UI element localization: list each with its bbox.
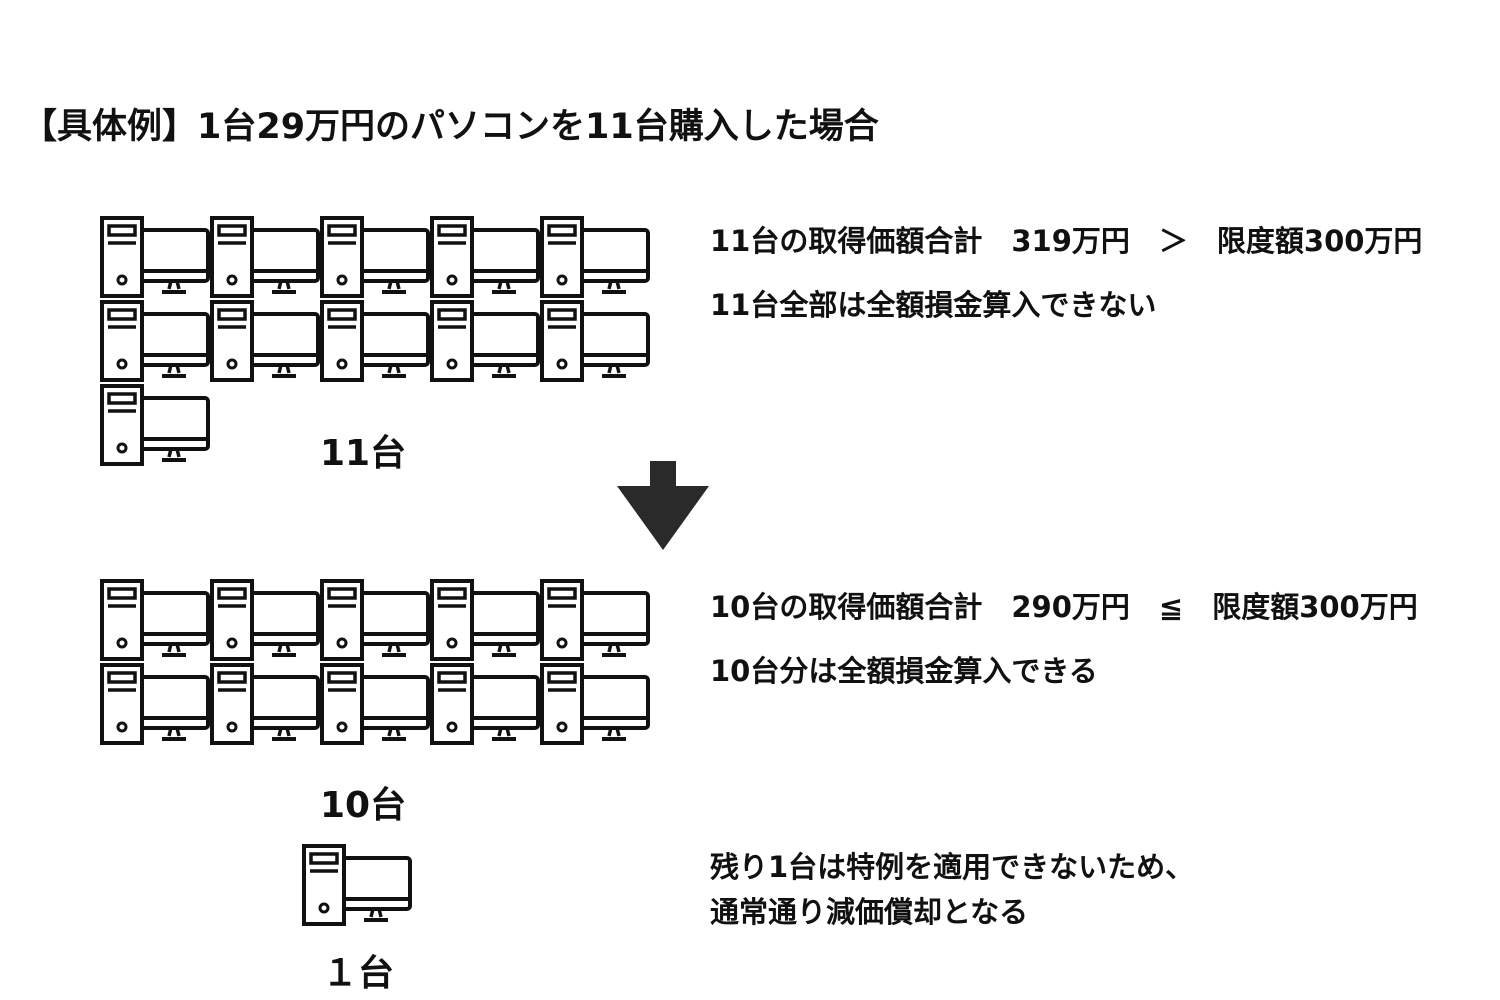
remainder-line-2: 通常通り減価償却となる <box>710 895 1029 929</box>
pc-grid-remainder <box>302 844 852 928</box>
desktop-computer-icon <box>540 579 650 663</box>
desktop-computer-icon <box>210 579 320 663</box>
desktop-computer-icon <box>100 300 210 384</box>
count-label-before: 11台 <box>320 433 407 474</box>
after-total-line: 10台の取得価額合計 290万円 ≦ 限度額300万円 <box>710 590 1418 624</box>
count-label-after: 10台 <box>320 785 407 826</box>
desktop-computer-icon <box>210 300 320 384</box>
desktop-computer-icon <box>430 300 540 384</box>
desktop-computer-icon <box>320 216 430 300</box>
remainder-line-1: 残り1台は特例を適用できないため、 <box>710 850 1195 884</box>
pc-grid-after <box>100 579 650 747</box>
desktop-computer-icon <box>100 216 210 300</box>
desktop-computer-icon <box>320 579 430 663</box>
desktop-computer-icon <box>302 844 412 928</box>
desktop-computer-icon <box>320 300 430 384</box>
after-result-line: 10台分は全額損金算入できる <box>710 654 1098 688</box>
desktop-computer-icon <box>540 300 650 384</box>
desktop-computer-icon <box>210 216 320 300</box>
count-label-remainder: １台 <box>322 953 395 994</box>
down-arrow-icon <box>617 461 709 555</box>
desktop-computer-icon <box>100 663 210 747</box>
before-total-line: 11台の取得価額合計 319万円 ＞ 限度額300万円 <box>710 224 1423 258</box>
before-result-line: 11台全部は全額損金算入できない <box>710 288 1157 322</box>
desktop-computer-icon <box>430 579 540 663</box>
desktop-computer-icon <box>540 663 650 747</box>
desktop-computer-icon <box>210 663 320 747</box>
page-title: 【具体例】1台29万円のパソコンを11台購入した場合 <box>22 107 879 147</box>
desktop-computer-icon <box>430 216 540 300</box>
desktop-computer-icon <box>430 663 540 747</box>
desktop-computer-icon <box>540 216 650 300</box>
desktop-computer-icon <box>320 663 430 747</box>
pc-grid-before <box>100 216 650 468</box>
desktop-computer-icon <box>100 579 210 663</box>
desktop-computer-icon <box>100 384 210 468</box>
